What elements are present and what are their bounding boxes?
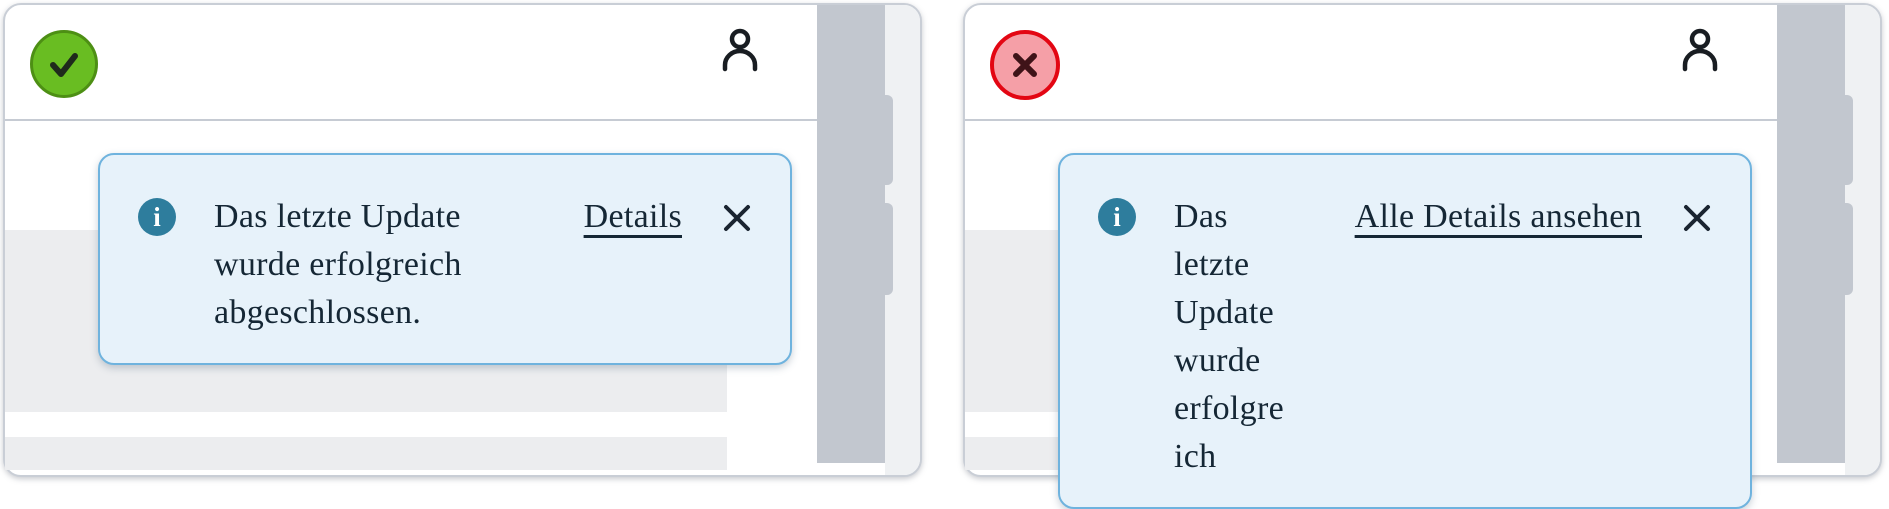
success-badge xyxy=(30,30,98,98)
details-link[interactable]: Details xyxy=(583,198,682,235)
next-page-preview-bar xyxy=(817,5,885,463)
close-button[interactable] xyxy=(720,201,754,235)
next-page-preview-tab xyxy=(1837,95,1853,185)
info-icon: i xyxy=(1098,198,1136,236)
info-icon: i xyxy=(138,198,176,236)
error-badge xyxy=(990,30,1060,100)
close-button[interactable] xyxy=(1680,201,1714,235)
app-window-incorrect: i Das letzte Update wurde erfolgre ich A… xyxy=(963,3,1882,509)
person-icon xyxy=(1677,27,1723,73)
person-icon xyxy=(717,27,763,73)
app-window-correct: i Das letzte Update wurde erfolgreich ab… xyxy=(3,3,922,477)
check-icon xyxy=(45,45,83,83)
close-icon xyxy=(720,201,754,235)
profile-button[interactable] xyxy=(1677,27,1723,73)
cross-icon xyxy=(1006,46,1044,84)
content-placeholder-row xyxy=(5,437,727,470)
all-details-link[interactable]: Alle Details ansehen xyxy=(1354,198,1642,235)
info-banner: i Das letzte Update wurde erfolgre ich A… xyxy=(1058,153,1752,509)
info-banner: i Das letzte Update wurde erfolgreich ab… xyxy=(98,153,792,365)
close-icon xyxy=(1680,201,1714,235)
header-divider xyxy=(5,119,817,121)
profile-button[interactable] xyxy=(717,27,763,73)
next-page-preview-tab xyxy=(877,203,893,295)
header-divider xyxy=(965,119,1777,121)
next-page-preview-tab xyxy=(1837,203,1853,295)
banner-message: Das letzte Update wurde erfolgreich abge… xyxy=(214,198,462,331)
banner-message: Das letzte Update wurde erfolgre ich xyxy=(1174,198,1284,475)
next-page-preview-tab xyxy=(877,95,893,185)
next-page-preview-bar xyxy=(1777,5,1845,463)
